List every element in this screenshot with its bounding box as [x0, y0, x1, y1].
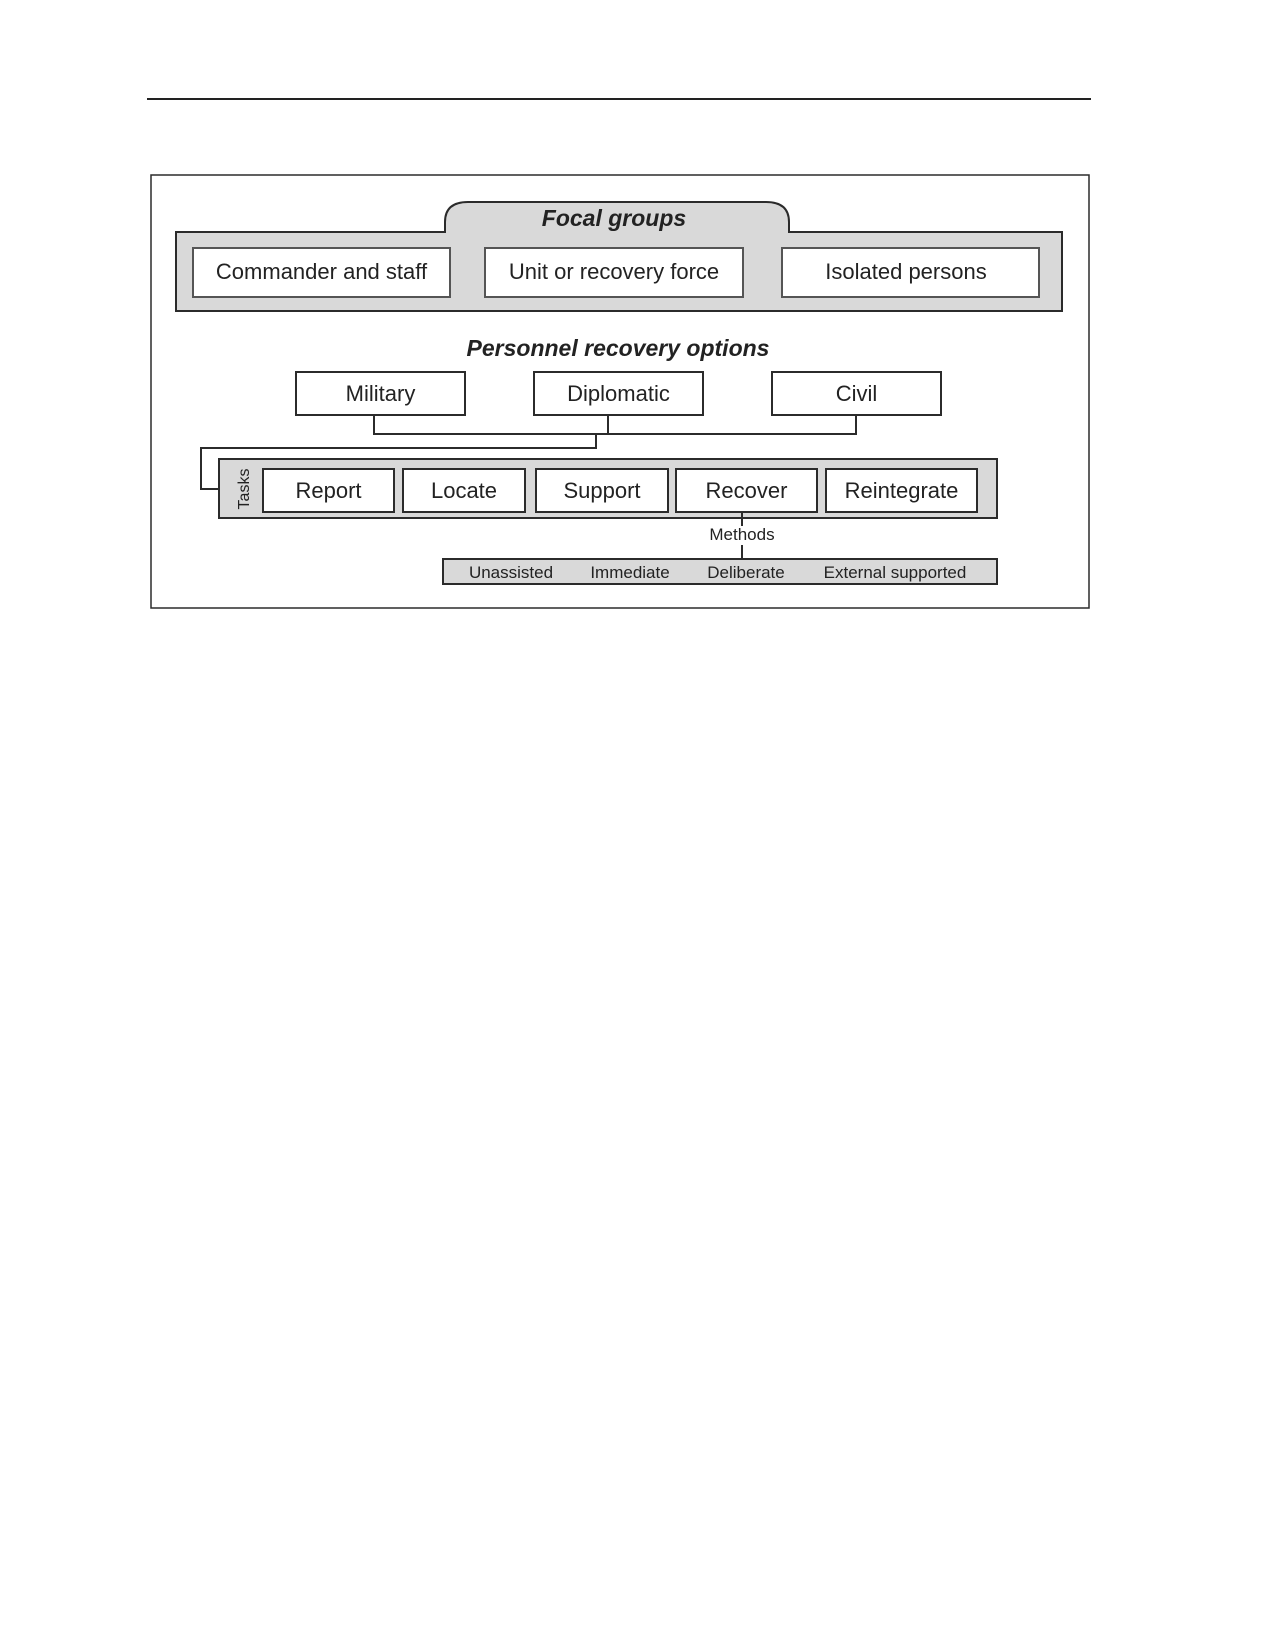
tasks-panel: Tasks Report Locate Support Recover Rein…: [218, 458, 998, 519]
focal-group-box: Isolated persons: [781, 247, 1040, 298]
task-label: Reintegrate: [845, 478, 959, 503]
task-box: Reintegrate: [825, 468, 978, 513]
option-box: Civil: [771, 371, 942, 416]
task-label: Support: [563, 478, 640, 503]
methods-label: Methods: [709, 525, 774, 544]
task-box: Support: [535, 468, 669, 513]
focal-group-label: Isolated persons: [825, 259, 986, 284]
option-label: Military: [346, 381, 416, 406]
task-label: Report: [295, 478, 361, 503]
option-box: Diplomatic: [533, 371, 704, 416]
method-label: Deliberate: [707, 563, 785, 582]
focal-groups-title: Focal groups: [542, 205, 686, 231]
focal-group-box: Unit or recovery force: [484, 247, 744, 298]
options-connector-lines: [200, 415, 857, 490]
methods-bar: Unassisted Immediate Deliberate External…: [442, 558, 998, 585]
task-label: Recover: [706, 478, 788, 503]
task-label: Locate: [431, 478, 497, 503]
options-title: Personnel recovery options: [467, 335, 770, 361]
focal-groups-panel: Focal groups Commander and staff Unit or…: [175, 201, 1063, 312]
option-label: Civil: [836, 381, 878, 406]
task-box: Recover: [675, 468, 818, 513]
focal-group-label: Commander and staff: [216, 259, 428, 284]
task-box: Report: [262, 468, 395, 513]
focal-group-box: Commander and staff: [192, 247, 451, 298]
tasks-label: Tasks: [236, 469, 253, 510]
method-label: External supported: [824, 563, 967, 582]
option-box: Military: [295, 371, 466, 416]
focal-group-label: Unit or recovery force: [509, 259, 719, 284]
task-box: Locate: [402, 468, 526, 513]
option-label: Diplomatic: [567, 381, 670, 406]
method-label: Immediate: [590, 563, 669, 582]
method-label: Unassisted: [469, 563, 553, 582]
